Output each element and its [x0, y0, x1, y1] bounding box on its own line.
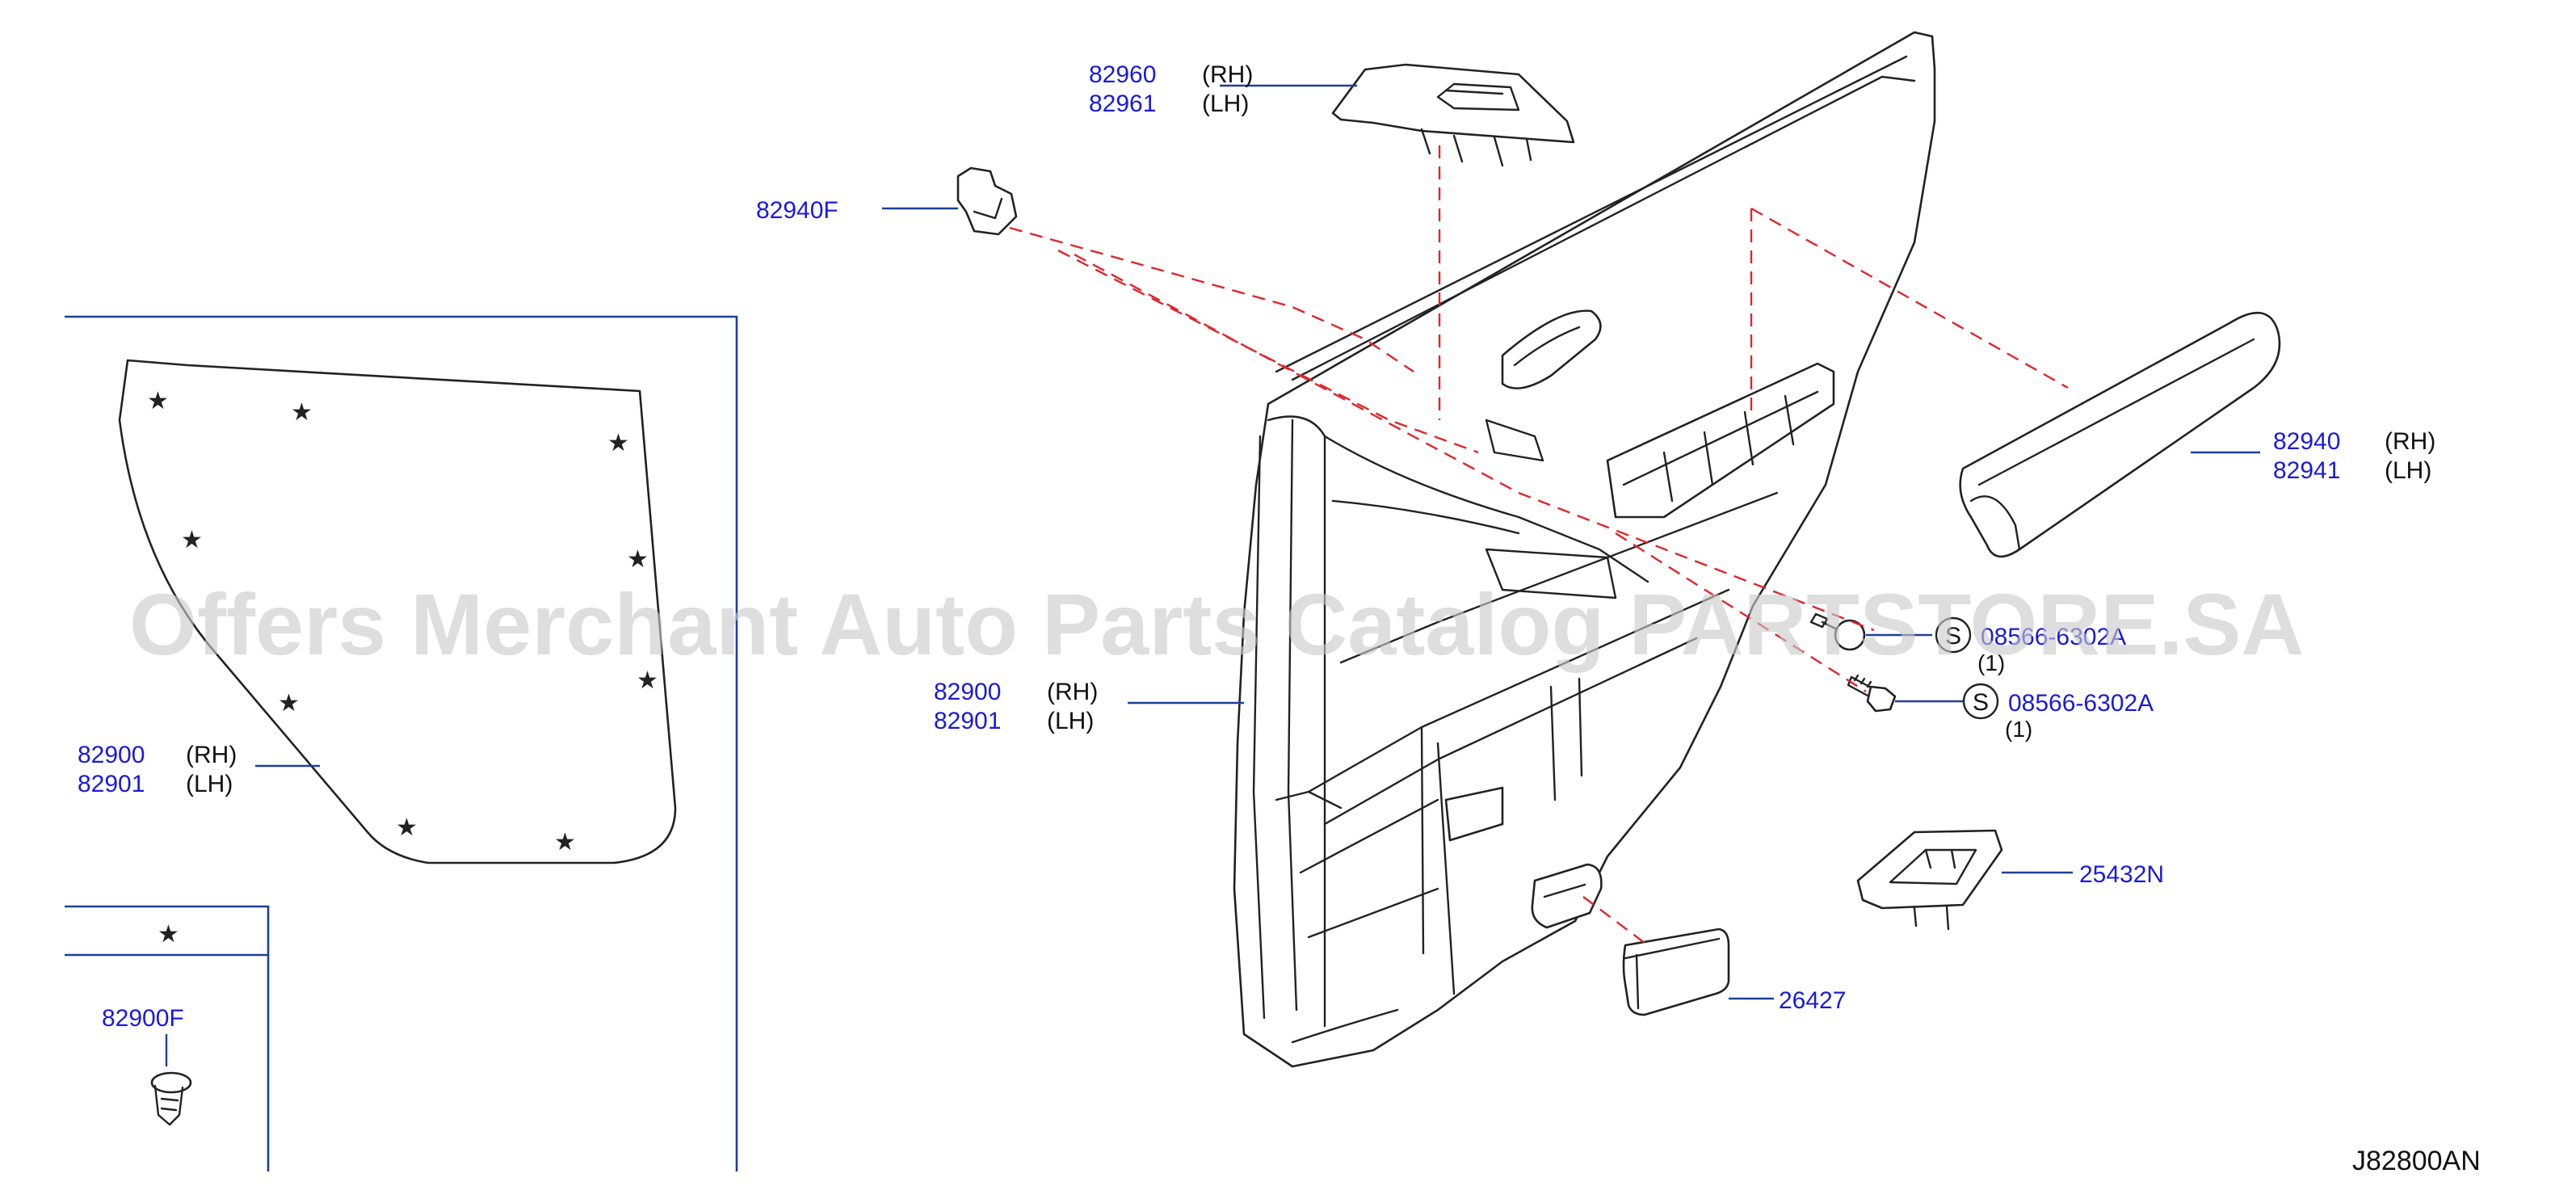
inset-frame: [65, 315, 738, 1171]
clip-point-star: ★: [147, 388, 169, 414]
clip-point-star: ★: [181, 527, 203, 553]
svg-text:S: S: [1945, 623, 1961, 650]
part-number-82901-inset: 82901: [78, 771, 145, 797]
screw-symbol-bottom: S: [1962, 683, 1999, 720]
side-rh-82900: (RH): [1047, 679, 1098, 705]
clip-point-star: ★: [554, 829, 576, 856]
side-lh-82941: (LH): [2385, 457, 2431, 484]
screw-bottom-part: [1847, 674, 1897, 713]
lamp-part: [1622, 927, 1730, 1016]
assembly-guide-lines: [1009, 145, 2069, 946]
side-lh-82901: (LH): [1047, 708, 1094, 734]
part-number-82961: 82961: [1089, 90, 1156, 117]
screw-symbol-top: S: [1935, 616, 1972, 654]
clip-point-star: ★: [396, 814, 418, 841]
clip-point-star: ★: [627, 546, 649, 573]
door-trim-inset-panel: [118, 359, 677, 864]
switch-bezel-part: [1331, 63, 1575, 167]
part-number-82900: 82900: [934, 679, 1001, 705]
door-trim-panel: [1233, 31, 1936, 1068]
watermark-text: Offers Merchant Auto Parts Catalog PARTS…: [129, 575, 2304, 673]
diagram-code: J82800AN: [2352, 1146, 2481, 1176]
part-number-08566-6302A-top: 08566-6302A: [1981, 624, 2126, 650]
part-number-08566-6302A-bottom: 08566-6302A: [2008, 690, 2154, 717]
armrest-pad-part: [1959, 311, 2281, 558]
part-number-82960: 82960: [1089, 61, 1156, 88]
quantity-top: (1): [1977, 650, 2005, 675]
part-number-82940F: 82940F: [756, 197, 838, 224]
legend-star-symbol: ★: [158, 921, 179, 948]
part-number-82940: 82940: [2273, 428, 2340, 455]
side-rh-inset: (RH): [186, 742, 237, 768]
quantity-bottom: (1): [2005, 717, 2032, 742]
switch-finisher-part: [1856, 829, 2003, 931]
clip-point-star: ★: [291, 399, 313, 426]
svg-text:S: S: [1973, 689, 1989, 716]
clip-point-star: ★: [607, 430, 629, 456]
side-rh-82940: (RH): [2385, 428, 2435, 455]
part-number-82900F: 82900F: [102, 1005, 184, 1032]
screw-top-part: [1809, 612, 1866, 651]
part-number-82901: 82901: [934, 708, 1001, 734]
part-number-82900-inset: 82900: [78, 742, 145, 768]
side-rh-82960: (RH): [1202, 61, 1253, 88]
clip-point-star: ★: [278, 690, 300, 717]
part-number-82941: 82941: [2273, 457, 2340, 484]
trim-clip-icon: [150, 1071, 192, 1126]
clip-point-star: ★: [637, 667, 658, 694]
clip-82940F-part: [956, 166, 1018, 236]
side-lh-82961: (LH): [1202, 90, 1249, 117]
side-lh-inset: (LH): [186, 771, 233, 797]
clip-point-markers: ★ ★ ★ ★ ★ ★ ★ ★ ★: [147, 388, 658, 856]
part-number-26427: 26427: [1779, 987, 1846, 1014]
part-number-25432N: 25432N: [2079, 861, 2164, 888]
